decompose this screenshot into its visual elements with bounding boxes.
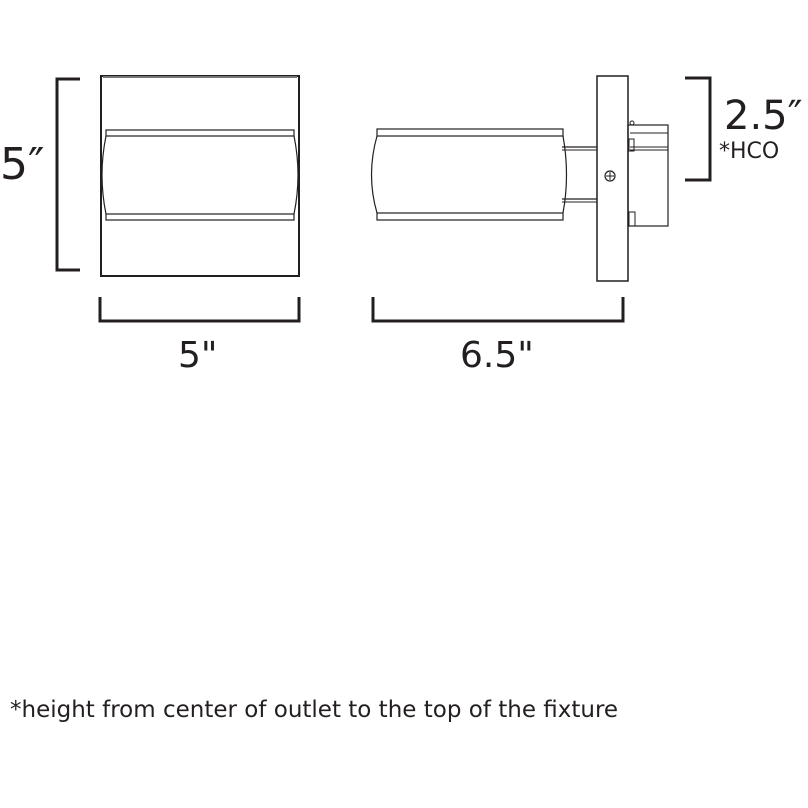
hco-bracket xyxy=(685,76,712,182)
front-view xyxy=(100,75,300,277)
side-view xyxy=(370,75,669,282)
front-height-label: 5″ xyxy=(0,139,45,190)
hco-value-label: 2.5″ xyxy=(724,93,803,139)
height-bracket xyxy=(55,77,80,272)
front-width-label: 5" xyxy=(178,335,218,376)
width-bracket xyxy=(98,297,301,323)
hco-label: *HCO xyxy=(719,139,780,164)
footnote: *height from center of outlet to the top… xyxy=(10,697,619,723)
depth-bracket xyxy=(371,297,625,323)
side-depth-label: 6.5" xyxy=(460,335,534,376)
screw-icon xyxy=(604,170,616,182)
